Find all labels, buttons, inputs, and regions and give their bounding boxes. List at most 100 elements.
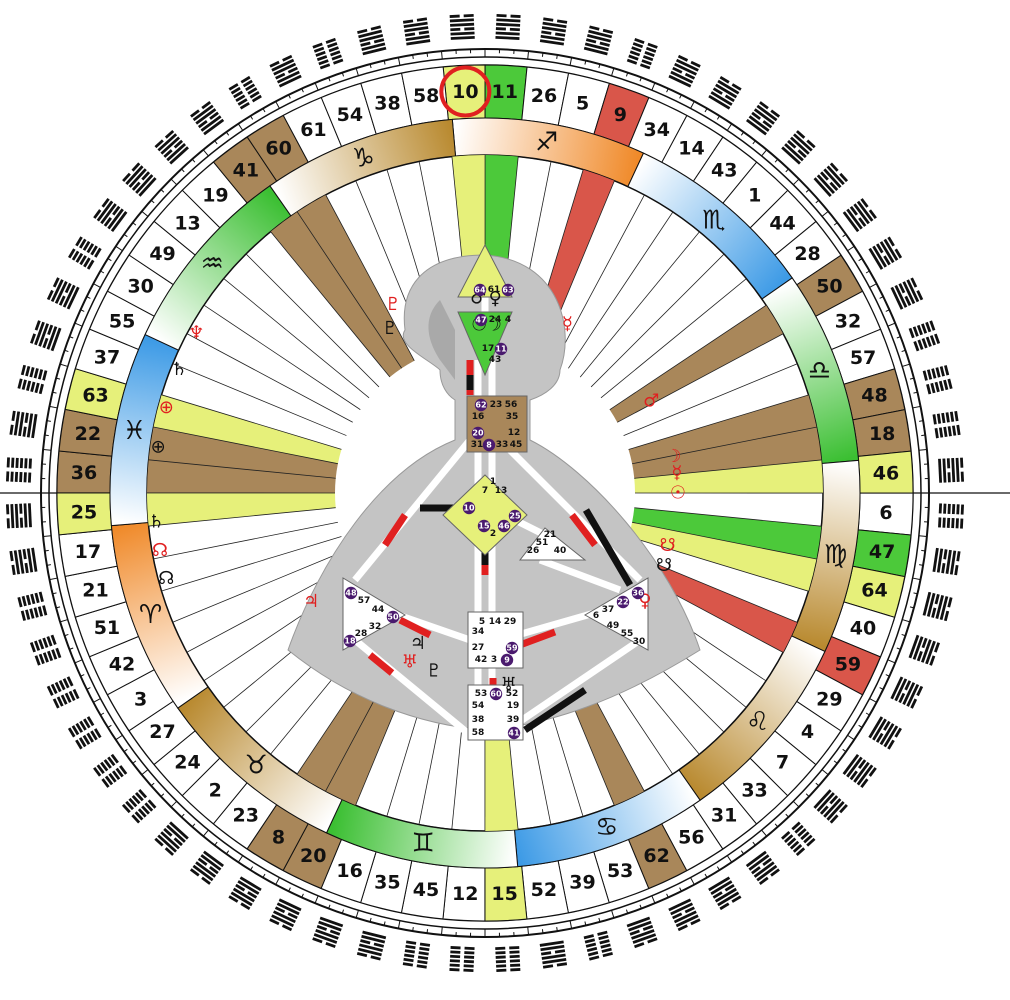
spoke-line — [634, 459, 822, 479]
gate-dot — [616, 595, 630, 609]
hexagram-line-solid — [450, 35, 475, 40]
tick-mark — [902, 363, 911, 367]
ajna-gate: 11 — [495, 345, 507, 354]
tick-mark — [821, 210, 829, 217]
hexagram-icon — [93, 197, 128, 232]
hexagram-line-broken — [245, 83, 256, 92]
hexagram-icon — [813, 162, 849, 197]
tick-mark — [170, 178, 178, 186]
hexagram-line-broken — [94, 247, 102, 258]
hexagram-line-broken — [509, 27, 520, 32]
hexagram-icon — [5, 503, 32, 529]
g-gate: 46 — [498, 522, 510, 531]
spleen-gate: 28 — [355, 629, 368, 639]
hexagram-line-broken — [910, 698, 918, 709]
hexagram-line-broken — [781, 830, 791, 840]
tick-mark — [913, 592, 918, 595]
hexagram-line-broken — [34, 320, 41, 331]
hexagram-line-broken — [916, 290, 924, 301]
hexagram-line-broken — [11, 410, 16, 422]
hexagram-line-broken — [416, 17, 428, 22]
hexagram-icon — [922, 365, 953, 395]
hexagram-line-solid — [942, 458, 947, 483]
hexagram-line-broken — [315, 50, 326, 57]
hexagram-line-solid — [951, 458, 956, 483]
hexagram-line-solid — [18, 549, 25, 574]
hexagram-line-solid — [38, 323, 50, 347]
tick-mark — [225, 131, 230, 136]
hexagram-line-broken — [52, 277, 60, 288]
hexagram-line-broken — [23, 472, 27, 483]
root-gate: 53 — [475, 689, 488, 699]
hexagram-line-broken — [19, 458, 24, 469]
hexagram-line-broken — [944, 365, 950, 376]
hexagram-icon — [356, 930, 387, 961]
channel-activation-black — [523, 687, 587, 733]
gate-number: 55 — [109, 310, 135, 332]
hexagram-line-broken — [228, 83, 239, 91]
hexagram-line-solid — [54, 281, 68, 304]
hexagram-line-broken — [858, 759, 867, 769]
g-gate: 10 — [463, 504, 475, 513]
tick-mark — [598, 63, 601, 69]
hexagram-line-solid — [541, 953, 566, 960]
hexagram-line-broken — [496, 968, 507, 973]
tick-mark — [666, 893, 669, 898]
hexagram-line-broken — [164, 129, 175, 139]
hexagram-line-broken — [586, 946, 598, 953]
hexagram-line-broken — [904, 295, 912, 306]
hexagram-line-broken — [762, 857, 773, 867]
hexagram-line-broken — [464, 951, 475, 955]
hexagram-line-broken — [946, 458, 951, 469]
gate-number: 9 — [614, 104, 627, 126]
hexagram-line-solid — [278, 74, 302, 88]
hexagram-line-broken — [947, 503, 951, 514]
hexagram-line-solid — [128, 168, 147, 188]
hexagram-line-solid — [936, 548, 944, 573]
hexagram-line-broken — [17, 596, 23, 608]
zodiac-sign-icon: ♉ — [245, 751, 268, 781]
hexagram-line-broken — [731, 83, 742, 91]
spoke-line — [203, 304, 361, 410]
hexagram-line-solid — [495, 31, 520, 36]
tick-mark — [107, 258, 112, 262]
tick-mark — [865, 270, 870, 274]
hexagram-line-solid — [313, 933, 338, 944]
tick-mark — [59, 619, 68, 623]
hexagram-line-broken — [496, 13, 507, 18]
hexagram-line-broken — [583, 934, 595, 940]
hexagram-line-broken — [934, 593, 940, 605]
hexagram-line-broken — [230, 86, 241, 95]
hexagram-line-broken — [542, 964, 554, 969]
hexagram-line-broken — [829, 162, 839, 172]
tick-mark — [46, 564, 51, 566]
hexagram-line-broken — [19, 472, 23, 483]
hexagram-line-broken — [93, 209, 102, 219]
hexagram-line-broken — [941, 412, 946, 424]
hexagram-line-broken — [14, 471, 19, 482]
hexagram-line-broken — [628, 54, 639, 61]
hexagram-line-broken — [684, 72, 696, 80]
hexagram-line-broken — [58, 295, 66, 306]
tick-mark — [132, 760, 137, 764]
gate-number: 35 — [374, 871, 400, 893]
tick-mark — [383, 921, 386, 926]
hexagram-line-solid — [949, 550, 957, 575]
hexagram-line-broken — [33, 607, 39, 618]
hexagram-line-broken — [197, 857, 208, 866]
hexagram-line-solid — [748, 854, 770, 871]
hexagram-line-solid — [273, 910, 296, 924]
spleen-gate: 32 — [369, 622, 382, 632]
root-gate: 58 — [472, 728, 485, 738]
hexagram-line-broken — [934, 642, 941, 653]
hexagram-line-broken — [9, 424, 14, 435]
hexagram-line-broken — [51, 649, 58, 660]
tick-mark — [651, 895, 656, 904]
hexagram-line-broken — [634, 37, 645, 44]
planet-glyph: ☽ — [665, 446, 681, 467]
gate-dot — [462, 501, 476, 515]
tick-mark — [426, 929, 429, 934]
gate-number: 38 — [374, 93, 400, 115]
hexagram-icon — [68, 236, 102, 270]
